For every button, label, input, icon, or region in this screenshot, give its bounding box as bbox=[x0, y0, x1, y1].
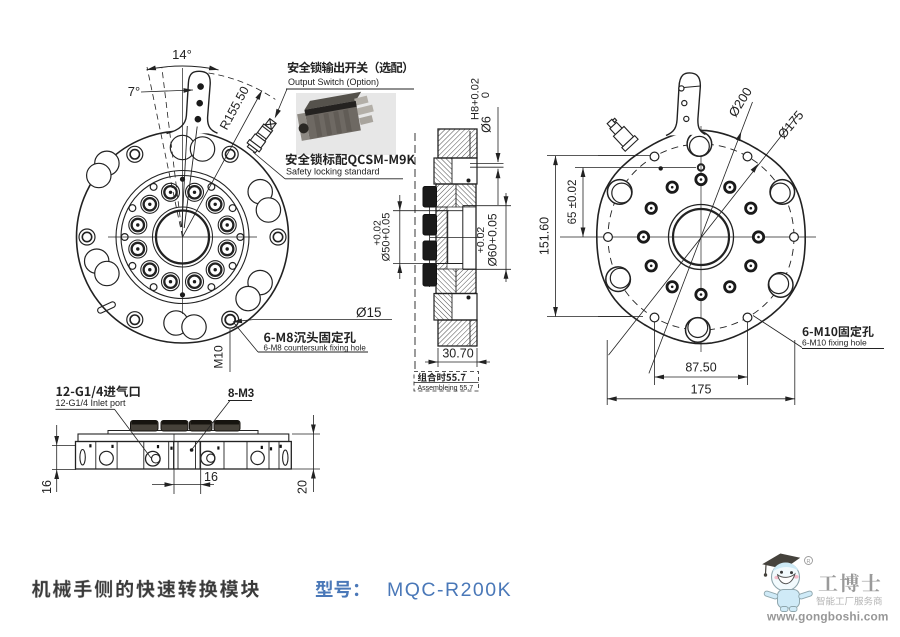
svg-text:www.gongboshi.com: www.gongboshi.com bbox=[766, 610, 889, 624]
svg-text:H8+0.02: H8+0.02 bbox=[470, 78, 482, 120]
svg-text:Ø6: Ø6 bbox=[480, 116, 494, 133]
svg-text:M10: M10 bbox=[212, 345, 226, 369]
svg-text:Output Switch (Option): Output Switch (Option) bbox=[288, 77, 379, 87]
svg-text:Safety locking standard: Safety locking standard bbox=[286, 167, 380, 177]
svg-text:14°: 14° bbox=[172, 47, 192, 62]
svg-text:7°: 7° bbox=[128, 84, 140, 99]
svg-text:Ø60+0.05: Ø60+0.05 bbox=[486, 213, 500, 266]
svg-text:16: 16 bbox=[204, 470, 218, 484]
svg-text:R: R bbox=[807, 559, 811, 565]
svg-text:20: 20 bbox=[296, 480, 310, 494]
svg-text:30.70: 30.70 bbox=[442, 347, 473, 361]
svg-text:87.50: 87.50 bbox=[685, 361, 716, 375]
svg-text:+0.02: +0.02 bbox=[475, 227, 487, 254]
svg-text:Assembleing 55.7: Assembleing 55.7 bbox=[418, 385, 474, 392]
svg-text:175: 175 bbox=[691, 383, 712, 397]
svg-text:MQC-R200K: MQC-R200K bbox=[387, 579, 512, 601]
svg-text:16: 16 bbox=[40, 480, 54, 494]
svg-text:6-M8 countersunk fixing hole: 6-M8 countersunk fixing hole bbox=[264, 344, 367, 353]
svg-text:151.60: 151.60 bbox=[538, 217, 552, 255]
svg-text:Ø50+0.05: Ø50+0.05 bbox=[381, 213, 393, 262]
svg-text:6-M10 fixing hole: 6-M10 fixing hole bbox=[802, 338, 867, 348]
svg-text:+0.02: +0.02 bbox=[373, 220, 384, 246]
svg-text:0: 0 bbox=[480, 92, 492, 98]
svg-text:8-M3: 8-M3 bbox=[228, 388, 254, 400]
svg-text:12-G1/4 Inlet port: 12-G1/4 Inlet port bbox=[56, 398, 127, 408]
svg-text:65 ±0.02: 65 ±0.02 bbox=[567, 180, 579, 225]
svg-text:Ø15: Ø15 bbox=[356, 305, 382, 320]
